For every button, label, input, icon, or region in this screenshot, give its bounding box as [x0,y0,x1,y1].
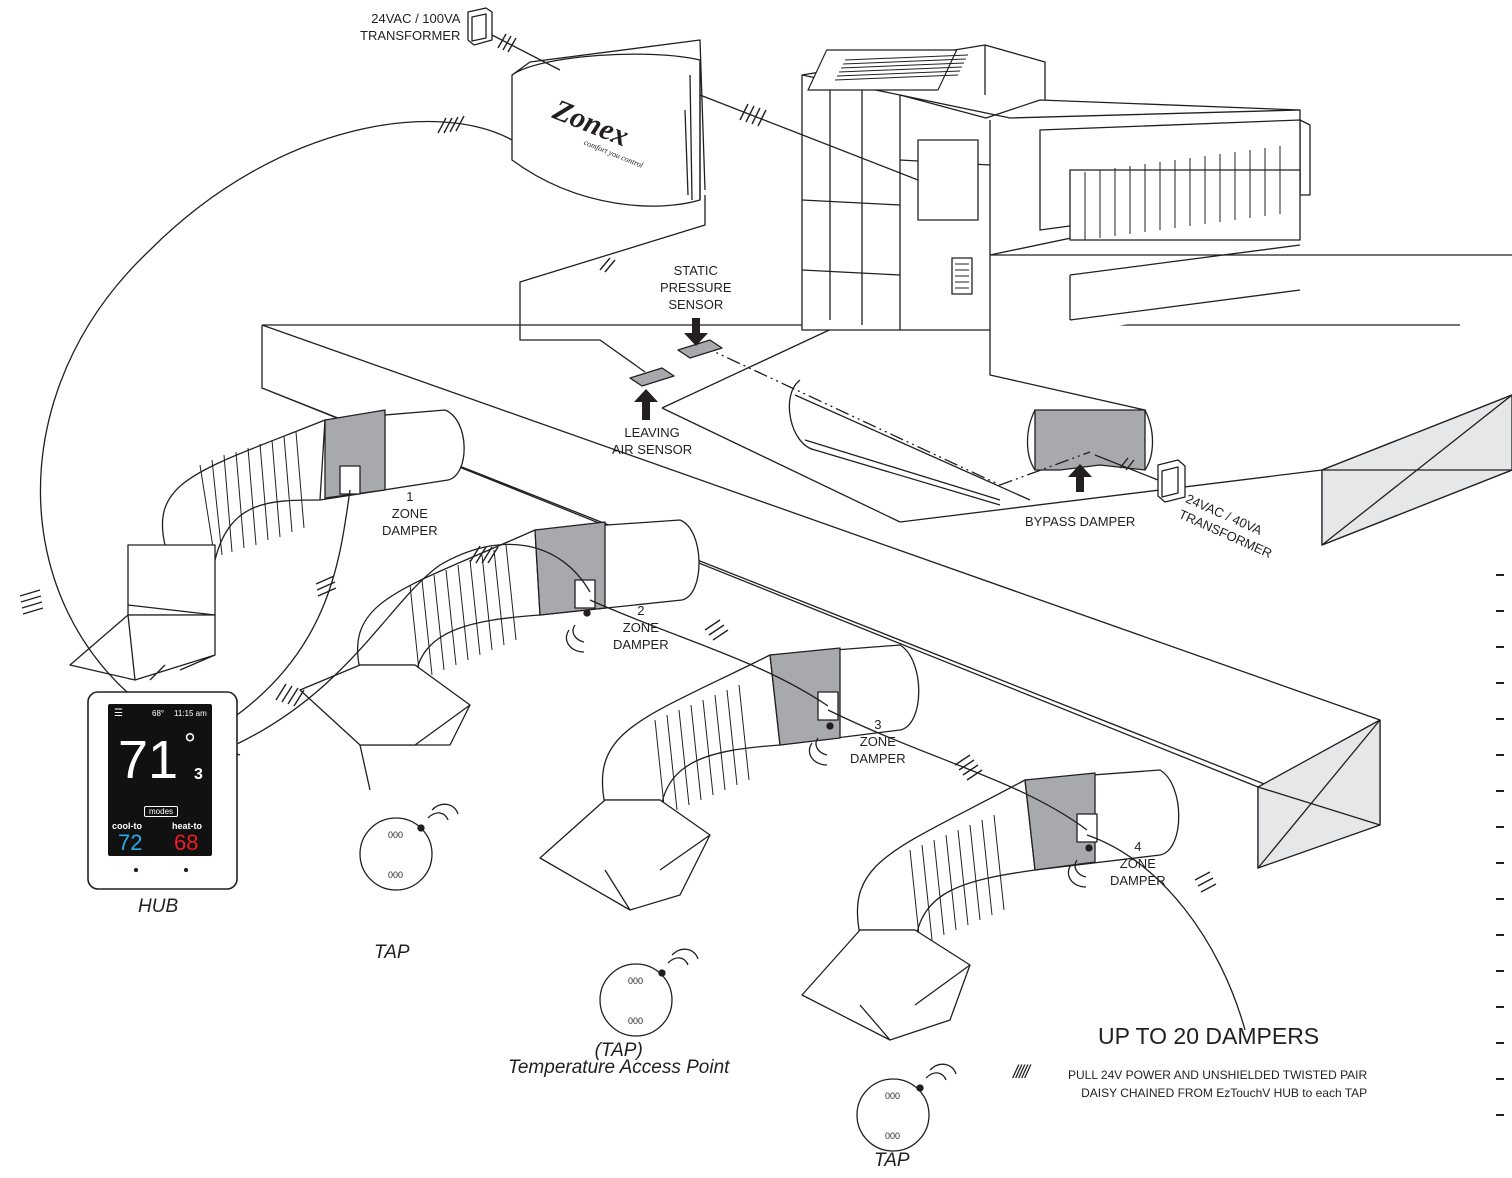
current-temp: 71 [118,730,179,790]
edge-dash [1496,934,1504,936]
wire-panel-furnace [699,94,919,181]
edge-dash [1496,682,1504,684]
wiring-note: PULL 24V POWER AND UNSHIELDED TWISTED PA… [1068,1068,1368,1100]
edge-dash [1496,862,1504,864]
cool-to-label: cool-to [112,821,142,831]
edge-dash [1496,1078,1504,1080]
static-arrow-icon [684,318,708,346]
outdoor-temp: 68° [152,709,165,718]
menu-icon[interactable]: ☰ [114,708,123,719]
edge-dash [1496,646,1504,648]
zonex-control-panel [511,39,706,207]
wire-hub-z2 [234,543,591,746]
tap-3-code-b: 000 [885,1131,901,1141]
tap-3-code: 000 [885,1091,901,1101]
zone-3-duct [539,644,920,911]
zone-2-duct [299,519,700,791]
wire-bypass-transformer [1094,454,1159,481]
edge-dash [1496,898,1504,900]
wire-hub-loop [39,120,513,756]
furnace-unit [801,44,1311,331]
wire-transformer-panel [491,34,561,71]
hub-screen[interactable]: ☰ 68° 11:15 am 71 ° 3 modes cool-to heat… [108,704,212,856]
edge-dash [1496,1042,1504,1044]
zone-1-duct [69,409,465,681]
wire-z4-out [1086,834,1246,1031]
clock-time: 11:15 am [174,709,207,718]
wire-hub-z1 [229,489,351,721]
wire-panel-sensor [519,195,706,373]
wire-z2-z3 [589,599,829,707]
bypass-damper-label: BYPASS DAMPER [1025,514,1136,529]
edge-dash [1496,790,1504,792]
up-to-20-dampers-label: UP TO 20 DAMPERS [1098,1023,1320,1049]
hub-label: HUB [138,896,179,917]
tap-label-1: TAP [374,942,410,963]
cool-to-value[interactable]: 72 [118,830,143,855]
zone-number: 3 [194,766,203,783]
tap-sensor-2 [599,948,699,1037]
edge-dash [1496,610,1504,612]
edge-dash [1496,574,1504,576]
edge-dash [1496,754,1504,756]
tap-1-code-b: 000 [388,870,404,880]
heat-to-label: heat-to [172,821,202,831]
edge-dash [1496,970,1504,972]
wiring-symbol: ///// [1013,1062,1030,1082]
leaving-air-sensor-pad [629,367,675,387]
tap-2-code: 000 [628,976,644,986]
edge-dash [1496,1006,1504,1008]
static-pressure-sensor-pad [677,339,723,359]
transformer-40va-icon [1157,459,1186,503]
zone-4-duct [801,769,1180,1041]
tap-1-code: 000 [388,830,404,840]
leaving-air-arrow-icon [634,389,658,420]
tap-label-3: TAP [874,1150,910,1171]
transformer-100va-icon [467,7,493,46]
tap-sensor-3 [856,1063,957,1152]
bypass-arrow-icon [1068,464,1092,492]
wire-static [699,344,1091,486]
heat-to-value[interactable]: 68 [174,830,199,855]
tap-sensor-1 [359,803,459,891]
degree-symbol: ° [184,728,196,761]
edge-dash [1496,1114,1504,1116]
bypass-duct [794,330,1146,501]
tap-2-code-b: 000 [628,1016,644,1026]
tap-label-2: (TAP)Temperature Access Point [508,1040,730,1078]
edge-dash [1496,718,1504,720]
modes-button[interactable]: modes [144,806,179,817]
edge-dash [1496,826,1504,828]
